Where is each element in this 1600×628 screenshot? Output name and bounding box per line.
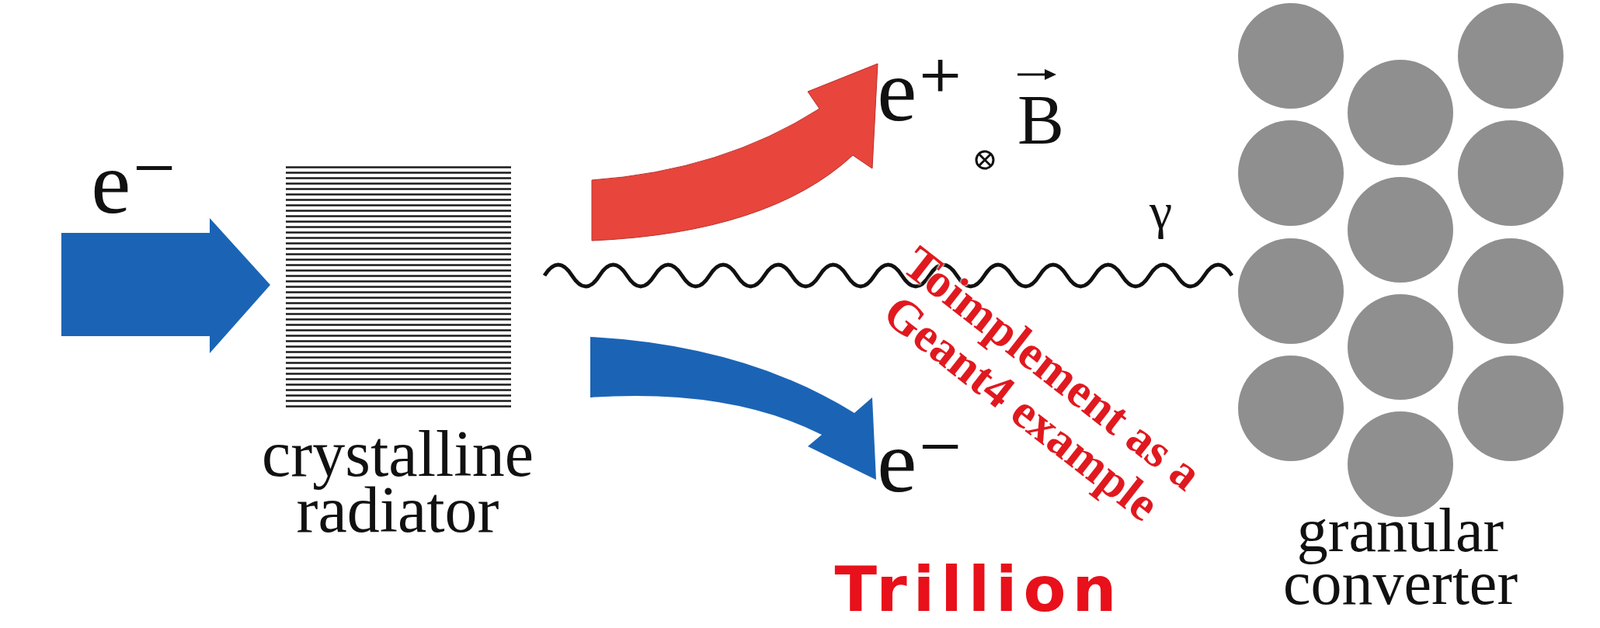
part-name: granular converter xyxy=(1283,504,1518,610)
photon-line xyxy=(544,264,1232,287)
positron-arrow xyxy=(591,63,878,241)
particle-label: e⁻ xyxy=(876,417,964,507)
beam-arrow xyxy=(61,218,271,354)
radiator-node: crystalline radiator xyxy=(252,159,543,539)
electron-arrow xyxy=(590,337,877,480)
crystal-layers xyxy=(285,164,512,408)
vector-arrow xyxy=(1017,69,1057,80)
field-label: B xyxy=(1017,85,1065,156)
particle-label: e⁺ xyxy=(876,45,964,136)
particle-label: γ xyxy=(1149,185,1173,237)
granules xyxy=(1238,3,1564,518)
logo-text: Trillion xyxy=(834,559,1124,622)
converter-node: granular converter xyxy=(1233,0,1568,610)
field-into-page-symbol xyxy=(976,151,994,169)
part-name: crystalline radiator xyxy=(261,426,534,539)
particle-label: e⁻ xyxy=(90,138,178,228)
